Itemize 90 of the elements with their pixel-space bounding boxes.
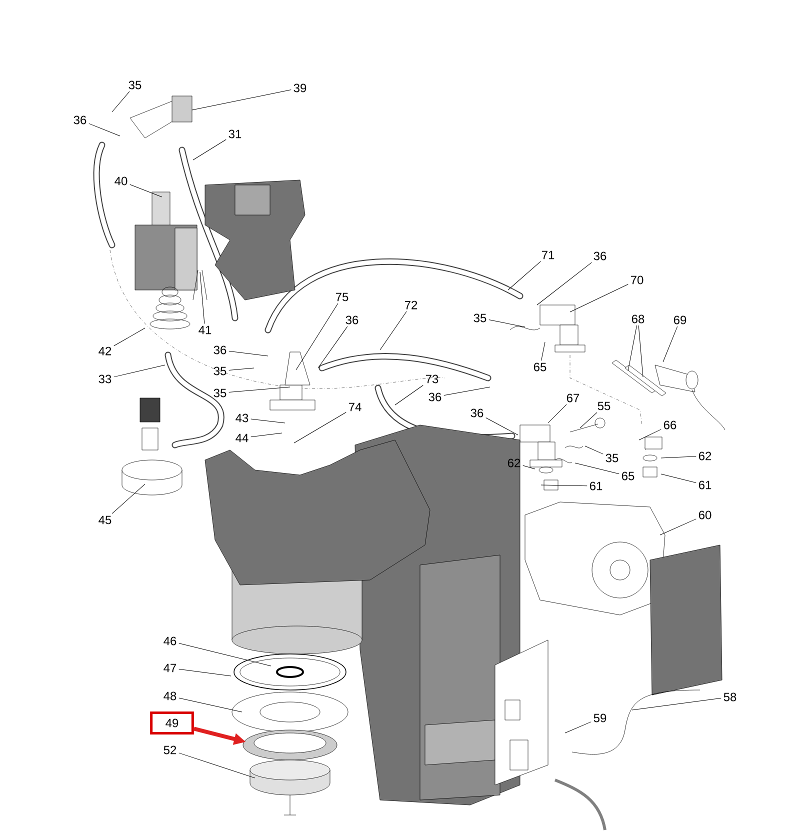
callout-number: 61 [698,480,712,490]
callout-number: 36 [346,316,358,324]
callout-number: 72 [404,300,418,310]
leader-line [662,326,678,362]
highlight-box: 49 [150,712,194,734]
leader-line [114,364,166,378]
callout-number: 40 [114,176,128,186]
callout-number: 59 [594,714,606,722]
callout-number: 36 [428,392,442,402]
callout-number: 31 [228,130,242,138]
leader-line [294,412,346,444]
callout-number: 74 [348,402,362,412]
callout-number: 65 [534,362,546,372]
callout-number: 46 [164,636,176,646]
leader-line [178,698,242,712]
leader-line [540,484,588,486]
callout-number: 35 [214,388,226,398]
leader-line [584,446,604,454]
callout-number: 33 [98,374,112,384]
callout-number: 66 [664,420,676,430]
leader-line [112,484,146,514]
callout-number: 71 [542,250,554,260]
callout-number: 60 [698,510,712,520]
callout-number: 47 [164,664,176,672]
leader-line [508,261,542,290]
leader-line [88,123,120,136]
callout-number: 55 [598,402,610,410]
leader-line [178,642,272,666]
leader-line [632,698,722,710]
leader-line [296,303,338,370]
callout-number: 42 [98,346,112,356]
leader-line [522,465,536,470]
callout-number: 39 [294,84,306,92]
leader-line [541,342,546,361]
leader-line [394,384,424,406]
callout-number: 35 [214,366,226,376]
leader-line [628,325,638,372]
leader-line [178,668,232,676]
leader-line [660,518,696,536]
callout-number: 58 [724,692,736,702]
callout-number: 69 [674,316,686,324]
leader-line [564,722,592,734]
callout-number: 70 [630,276,644,284]
leader-line [178,752,256,778]
leader-line [250,432,282,438]
leader-line [638,429,662,440]
leader-line [570,284,628,312]
leader-line [548,404,567,424]
leader-line [114,328,146,346]
leader-line [660,456,696,458]
leader-line [580,412,598,428]
leader-line [112,91,130,112]
callout-number: 73 [426,374,438,384]
leader-line [192,139,226,160]
callout-number: 61 [590,482,602,490]
leader-line [228,350,268,356]
callout-number: 45 [98,516,112,524]
leader-line [228,368,254,370]
leader-line [660,474,696,484]
callout-number: 35 [474,314,486,322]
leader-line [228,386,290,392]
callout-number: 52 [164,746,176,754]
callout-number: 36 [594,252,606,260]
leader-line [536,262,592,306]
leader-line [486,418,518,436]
callout-number: 75 [336,292,348,302]
callout-number: 68 [632,314,644,324]
leader-line [130,184,162,198]
leader-line [444,386,490,396]
leader-line [192,90,292,110]
leader-line [488,320,526,328]
callout-number: 41 [198,326,212,334]
callout-number: 62 [698,452,712,460]
callout-number: 48 [164,692,176,700]
callout-number: 36 [470,408,484,418]
callout-number: 43 [236,414,248,422]
callout-number: 35 [606,454,618,462]
callout-number: 36 [74,116,86,124]
callout-number: 62 [508,458,520,468]
callout-number: 67 [566,394,580,402]
leader-line [318,326,348,368]
callout-number: 65 [622,472,634,480]
leader-line [250,418,286,424]
leader-line [574,462,620,474]
callout-number: 35 [128,80,142,90]
leader-line [200,272,205,324]
leader-line [638,325,644,378]
callout-number: 36 [214,346,226,354]
leader-line [380,311,407,350]
callout-number: 44 [236,434,248,442]
